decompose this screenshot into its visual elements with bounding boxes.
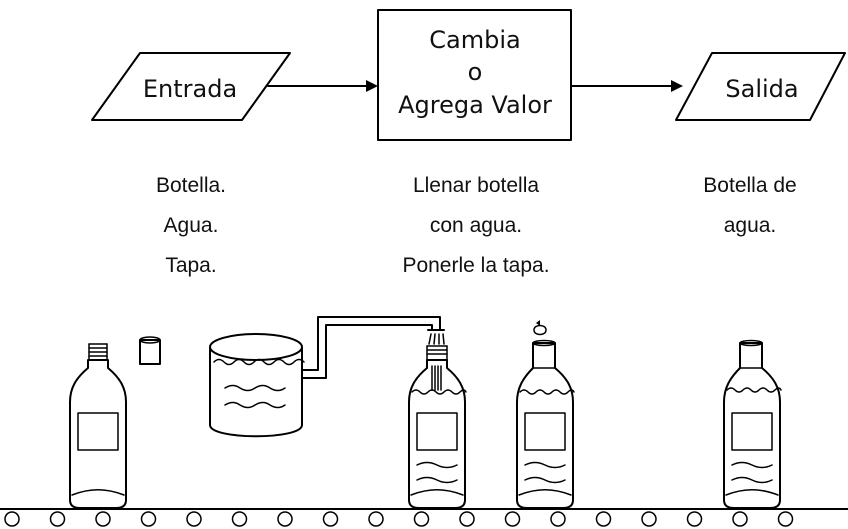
conveyor-roller xyxy=(641,511,657,527)
flow-diagram: Entrada Cambia o Agrega Valor Salida xyxy=(91,9,846,141)
process-desc-line-1: Llenar botella xyxy=(413,174,539,197)
process-desc-line-3: Ponerle la tapa. xyxy=(402,254,549,277)
conveyor-roller xyxy=(322,511,339,527)
conveyor-roller xyxy=(595,511,612,527)
bottle-cap xyxy=(139,336,161,365)
water-tank xyxy=(209,316,445,438)
arrow-head-2 xyxy=(671,80,683,92)
conveyor-roller xyxy=(732,511,748,527)
output-label: Salida xyxy=(725,75,798,103)
process-label-line-3: Agrega Valor xyxy=(398,91,552,119)
conveyor-roller xyxy=(49,511,66,527)
output-parallelogram xyxy=(675,52,846,121)
conveyor-roller xyxy=(459,511,475,527)
conveyor-roller xyxy=(777,511,794,527)
conveyor-roller xyxy=(504,511,521,527)
conveyor-rollers xyxy=(4,511,794,527)
capping-bottle xyxy=(516,320,575,509)
finished-bottle xyxy=(723,339,782,509)
output-desc-line-2: agua. xyxy=(724,214,777,237)
conveyor-roller xyxy=(686,511,703,527)
descriptions: Botella. Agua. Tapa. Llenar botella con … xyxy=(156,174,797,277)
input-desc-line-1: Botella. xyxy=(156,174,226,197)
arrow-head-1 xyxy=(366,80,378,92)
rotate-arrow-icon xyxy=(533,324,547,336)
process-desc-line-2: con agua. xyxy=(430,214,522,237)
conveyor-belt xyxy=(0,508,848,527)
conveyor-roller xyxy=(4,511,20,527)
output-desc-line-1: Botella de xyxy=(703,174,796,197)
conveyor-roller xyxy=(140,511,157,527)
input-desc-line-3: Tapa. xyxy=(165,254,216,277)
input-label: Entrada xyxy=(143,75,237,103)
conveyor-roller xyxy=(413,511,430,527)
process-box xyxy=(377,9,572,141)
bottle-label xyxy=(77,412,119,451)
process-label-line-2: o xyxy=(468,58,483,86)
empty-bottle xyxy=(69,343,127,509)
illustration xyxy=(0,316,848,527)
conveyor-roller xyxy=(550,511,566,527)
conveyor-roller xyxy=(186,511,202,527)
conveyor-roller xyxy=(368,511,384,527)
conveyor-roller xyxy=(231,511,248,527)
filling-bottle xyxy=(408,345,467,509)
conveyor-roller xyxy=(95,511,111,527)
conveyor-roller xyxy=(277,511,293,527)
input-parallelogram xyxy=(91,52,291,121)
process-label-line-1: Cambia xyxy=(429,26,520,54)
input-desc-line-2: Agua. xyxy=(164,214,219,237)
